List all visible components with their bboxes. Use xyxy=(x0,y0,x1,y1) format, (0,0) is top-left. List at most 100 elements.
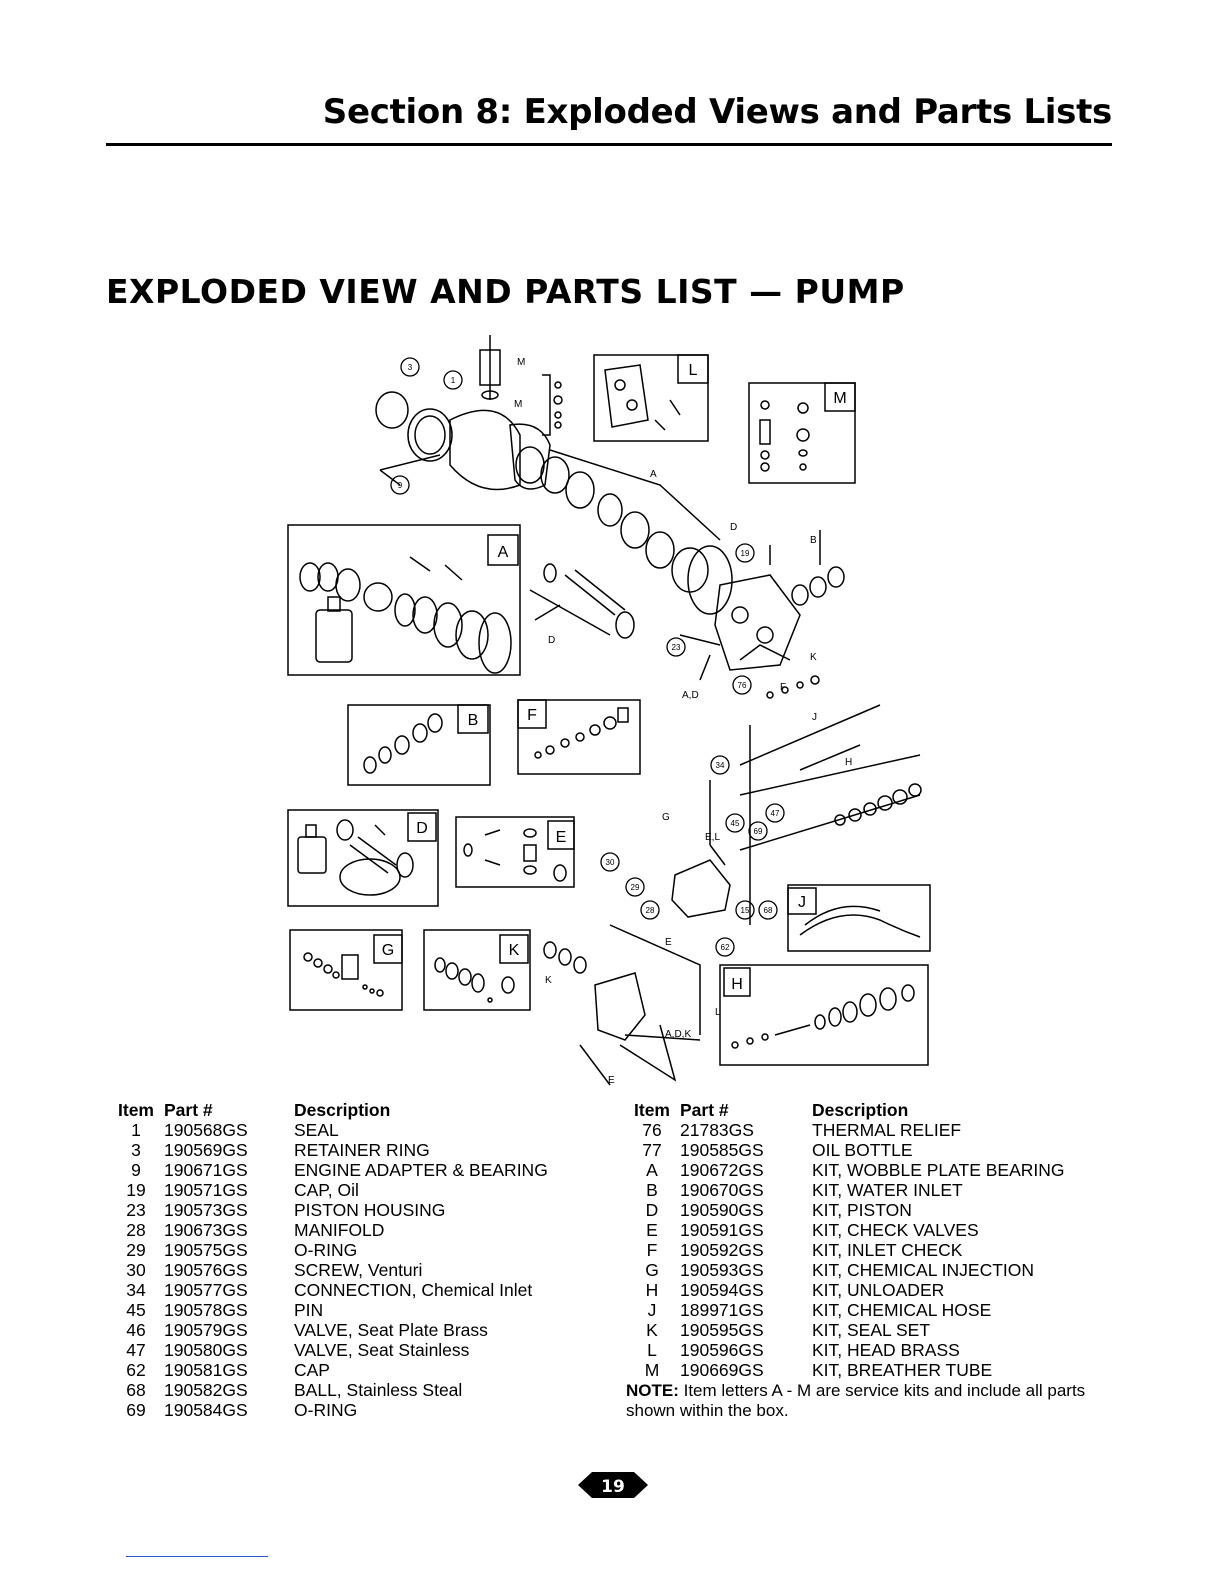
footer-line xyxy=(126,1556,268,1557)
part-number-cell: 190594GS xyxy=(680,1280,764,1300)
item-cell: 3 xyxy=(131,1140,141,1160)
description-cell: KIT, WATER INLET xyxy=(812,1180,963,1200)
svg-text:H: H xyxy=(845,757,852,768)
svg-text:A,D,K: A,D,K xyxy=(665,1029,691,1040)
description-cell: O-RING xyxy=(294,1240,358,1260)
svg-text:68: 68 xyxy=(764,906,773,915)
svg-text:L: L xyxy=(715,1007,721,1018)
part-number-cell: 190670GS xyxy=(680,1180,764,1200)
part-number-cell: 190672GS xyxy=(680,1160,764,1180)
item-cell: 68 xyxy=(126,1380,146,1400)
svg-text:E: E xyxy=(608,1075,615,1086)
svg-text:H: H xyxy=(731,976,743,993)
item-cell: 76 xyxy=(642,1120,662,1140)
item-cell: 34 xyxy=(126,1280,146,1300)
col-desc: Description xyxy=(812,1100,909,1120)
part-number-cell: 190579GS xyxy=(164,1320,248,1340)
item-cell: J xyxy=(647,1300,657,1320)
svg-text:G: G xyxy=(382,942,394,959)
item-cell: 47 xyxy=(126,1340,146,1360)
svg-text:G: G xyxy=(662,812,670,823)
description-cell: PISTON HOUSING xyxy=(294,1200,446,1220)
part-number-cell: 190585GS xyxy=(680,1140,764,1160)
svg-text:M: M xyxy=(833,390,846,407)
kit-box-L xyxy=(593,354,709,442)
part-number-cell: 190582GS xyxy=(164,1380,248,1400)
description-cell: OIL BOTTLE xyxy=(812,1140,913,1160)
item-cell: 19 xyxy=(126,1180,146,1200)
svg-text:K: K xyxy=(545,975,552,986)
part-number-cell: 190580GS xyxy=(164,1340,248,1360)
section-title: Section 8: Exploded Views and Parts List… xyxy=(322,92,1113,132)
part-number-cell: 190581GS xyxy=(164,1360,248,1380)
svg-text:15: 15 xyxy=(741,906,750,915)
part-number-cell: 190577GS xyxy=(164,1280,248,1300)
svg-text:30: 30 xyxy=(606,858,615,867)
part-number-cell: 190596GS xyxy=(680,1340,764,1360)
exploded-view-diagram: LM AB FD EG KJ H xyxy=(287,335,931,1086)
part-number-cell: 190569GS xyxy=(164,1140,248,1160)
item-cell: A xyxy=(646,1160,658,1180)
col-part: Part # xyxy=(164,1100,213,1120)
col-item: Item xyxy=(118,1100,154,1120)
part-number-cell: 190673GS xyxy=(164,1220,248,1240)
svg-text:3: 3 xyxy=(408,363,413,372)
part-number-cell: 21783GS xyxy=(680,1120,754,1140)
table-row: 47 190580GS VALVE, Seat Stainless xyxy=(108,1340,548,1360)
col-item: Item xyxy=(634,1100,670,1120)
item-cell: 1 xyxy=(131,1120,141,1140)
kit-box-D xyxy=(287,809,439,907)
description-cell: ENGINE ADAPTER & BEARING xyxy=(294,1160,548,1180)
part-number-cell: 190669GS xyxy=(680,1360,764,1380)
part-number-cell: 190578GS xyxy=(164,1300,248,1320)
item-cell: 77 xyxy=(642,1140,662,1160)
svg-text:D: D xyxy=(416,820,428,837)
part-number-cell: 190584GS xyxy=(164,1400,248,1420)
kit-box-G xyxy=(289,929,403,1011)
svg-text:L: L xyxy=(689,362,698,379)
svg-text:E,L: E,L xyxy=(705,832,720,843)
description-cell: KIT, CHEMICAL HOSE xyxy=(812,1300,992,1320)
part-number-cell: 190591GS xyxy=(680,1220,764,1240)
description-cell: KIT, CHEMICAL INJECTION xyxy=(812,1260,1035,1280)
description-cell: O-RING xyxy=(294,1400,358,1420)
item-cell: L xyxy=(647,1340,657,1360)
description-cell: KIT, INLET CHECK xyxy=(812,1240,963,1260)
kit-box-H xyxy=(719,964,929,1066)
page-title: EXPLODED VIEW AND PARTS LIST — PUMP xyxy=(106,272,905,311)
kit-box-M xyxy=(748,382,856,484)
description-cell: CAP xyxy=(294,1360,330,1380)
svg-text:J: J xyxy=(812,712,817,723)
item-cell: 46 xyxy=(126,1320,146,1340)
part-number-cell: 190590GS xyxy=(680,1200,764,1220)
description-cell: CONNECTION, Chemical Inlet xyxy=(294,1280,533,1300)
table-row: 3 190569GS RETAINER RING xyxy=(108,1140,548,1160)
description-cell: SEAL xyxy=(294,1120,339,1140)
description-cell: KIT, PISTON xyxy=(812,1200,912,1220)
svg-text:34: 34 xyxy=(716,761,725,770)
description-cell: PIN xyxy=(294,1300,324,1320)
svg-text:A: A xyxy=(498,544,509,561)
item-cell: B xyxy=(646,1180,658,1200)
description-cell: RETAINER RING xyxy=(294,1140,430,1160)
description-cell: VALVE, Seat Stainless xyxy=(294,1340,470,1360)
kit-box-B xyxy=(347,704,491,786)
table-header: Item Part # Description xyxy=(624,1100,1065,1120)
description-cell: CAP, Oil xyxy=(294,1180,359,1200)
svg-text:B: B xyxy=(468,712,479,729)
item-cell: H xyxy=(645,1280,659,1300)
svg-text:9: 9 xyxy=(398,481,403,490)
svg-text:1: 1 xyxy=(451,376,456,385)
svg-text:D: D xyxy=(548,635,555,646)
